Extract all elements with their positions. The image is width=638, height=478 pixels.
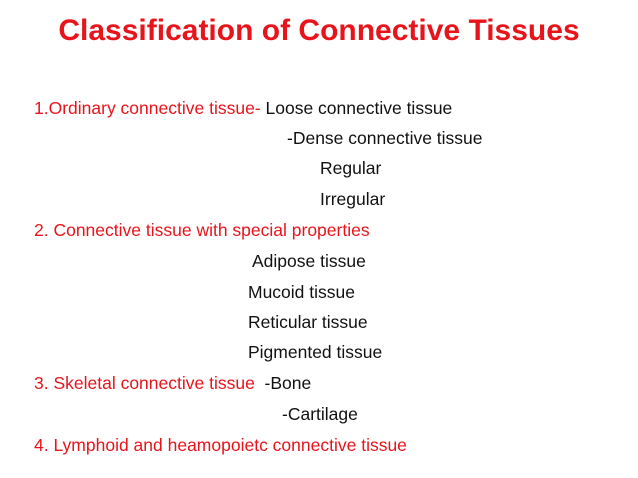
pigmented-tissue-item: Pigmented tissue bbox=[248, 342, 383, 362]
skeletal-connective-tissue-heading: 3. Skeletal connective tissue bbox=[34, 373, 255, 393]
cartilage-item: -Cartilage bbox=[282, 404, 358, 424]
mucoid-tissue-item: Mucoid tissue bbox=[248, 282, 355, 302]
irregular-subitem: Irregular bbox=[320, 189, 386, 209]
ordinary-connective-tissue-heading: 1.Ordinary connective tissue- bbox=[34, 98, 261, 118]
lymphoid-connective-tissue-heading: 4. Lymphoid and heamopoietc connective t… bbox=[34, 435, 407, 455]
loose-connective-tissue-item: Loose connective tissue bbox=[260, 98, 453, 118]
dense-connective-tissue-item: -Dense connective tissue bbox=[287, 128, 483, 148]
slide-title: Classification of Connective Tissues bbox=[58, 14, 580, 47]
bone-item: -Bone bbox=[254, 373, 312, 393]
adipose-tissue-item: Adipose tissue bbox=[252, 251, 366, 271]
regular-subitem: Regular bbox=[320, 158, 382, 178]
special-properties-heading: 2. Connective tissue with special proper… bbox=[34, 220, 370, 240]
ordinary-connective-tissue-line: 1.Ordinary connective tissue- Loose conn… bbox=[34, 97, 452, 119]
reticular-tissue-item: Reticular tissue bbox=[248, 312, 368, 332]
skeletal-connective-tissue-line: 3. Skeletal connective tissue -Bone bbox=[34, 372, 311, 394]
